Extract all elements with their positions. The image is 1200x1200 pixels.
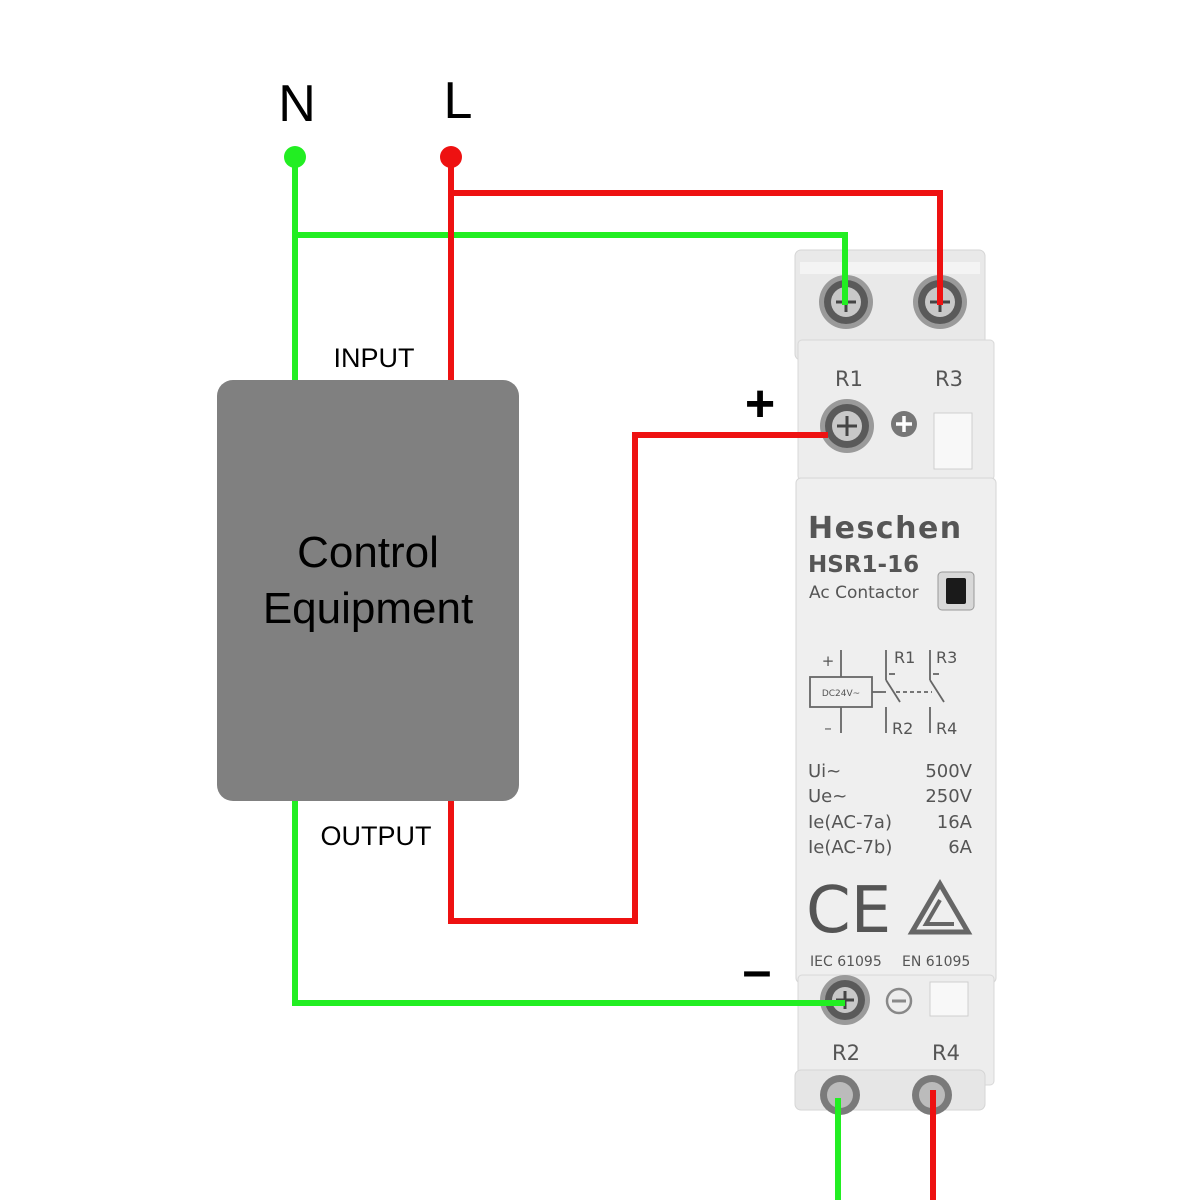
- coil-plus-label: +: [745, 375, 775, 433]
- brand-name: Heschen: [808, 511, 963, 546]
- indicator-window-bottom: [929, 981, 969, 1017]
- rating-value: 6A: [948, 837, 972, 858]
- device-type: Ac Contactor: [809, 583, 919, 603]
- minus-circle-icon: [885, 987, 913, 1015]
- terminal-label-r4: R4: [932, 1041, 960, 1065]
- schematic-r4: R4: [936, 719, 957, 738]
- live-wires: [448, 158, 943, 1200]
- coil-minus-label: –: [743, 942, 772, 1000]
- live-wire-output: [448, 432, 828, 924]
- neutral-wire-output: [292, 801, 845, 1006]
- contactor-device: R1 R3 R2 R4 Heschen HSR1-16 Ac Contactor…: [794, 249, 997, 1115]
- live-wire-r3: [451, 190, 943, 305]
- rating-label: Ie(AC-7a): [808, 812, 892, 833]
- neutral-wires: [292, 158, 848, 1200]
- standard-en: EN 61095: [902, 954, 970, 970]
- live-terminal-dot[interactable]: [440, 146, 462, 168]
- terminal-label-r2: R2: [832, 1041, 860, 1065]
- output-label: OUTPUT: [321, 821, 432, 851]
- neutral-terminal-label: N: [278, 75, 316, 133]
- contactor-schematic: [809, 650, 945, 733]
- rating-label: Ie(AC-7b): [808, 837, 892, 858]
- rating-label: Ui~: [808, 761, 841, 782]
- standard-iec: IEC 61095: [810, 954, 882, 970]
- manual-switch-knob[interactable]: [946, 578, 966, 604]
- live-terminal-label: L: [444, 72, 473, 130]
- schematic-r1: R1: [894, 648, 915, 667]
- screw-coil-plus[interactable]: [820, 399, 874, 453]
- schematic-r2: R2: [892, 719, 913, 738]
- rating-value: 16A: [937, 812, 973, 833]
- coil-voltage: DC24V~: [822, 689, 860, 699]
- indicator-window-top: [933, 412, 973, 470]
- control-box-title-line1: Control: [297, 528, 439, 577]
- schematic-minus: –: [824, 719, 832, 737]
- control-equipment-box: Control Equipment: [217, 380, 519, 801]
- rating-label: Ue~: [808, 786, 847, 807]
- neutral-wire-r1: [295, 232, 848, 305]
- neutral-terminal-dot[interactable]: [284, 146, 306, 168]
- model-number: HSR1-16: [808, 552, 919, 578]
- rating-value: 500V: [925, 761, 972, 782]
- ce-mark: CE: [806, 874, 891, 948]
- screw-r2-bottom[interactable]: [820, 1075, 860, 1115]
- control-box-title-line2: Equipment: [263, 584, 473, 633]
- terminal-label-r3: R3: [935, 367, 963, 391]
- rating-value: 250V: [925, 786, 972, 807]
- certification-triangle-icon: [907, 879, 973, 935]
- ratings-table: Ui~ 500V Ue~ 250V Ie(AC-7a) 16A Ie(AC-7b…: [808, 761, 973, 858]
- input-label: INPUT: [334, 343, 415, 373]
- schematic-r3: R3: [936, 648, 957, 667]
- plus-circle-icon: [891, 411, 917, 437]
- schematic-plus: +: [822, 652, 835, 670]
- terminal-label-r1: R1: [835, 367, 863, 391]
